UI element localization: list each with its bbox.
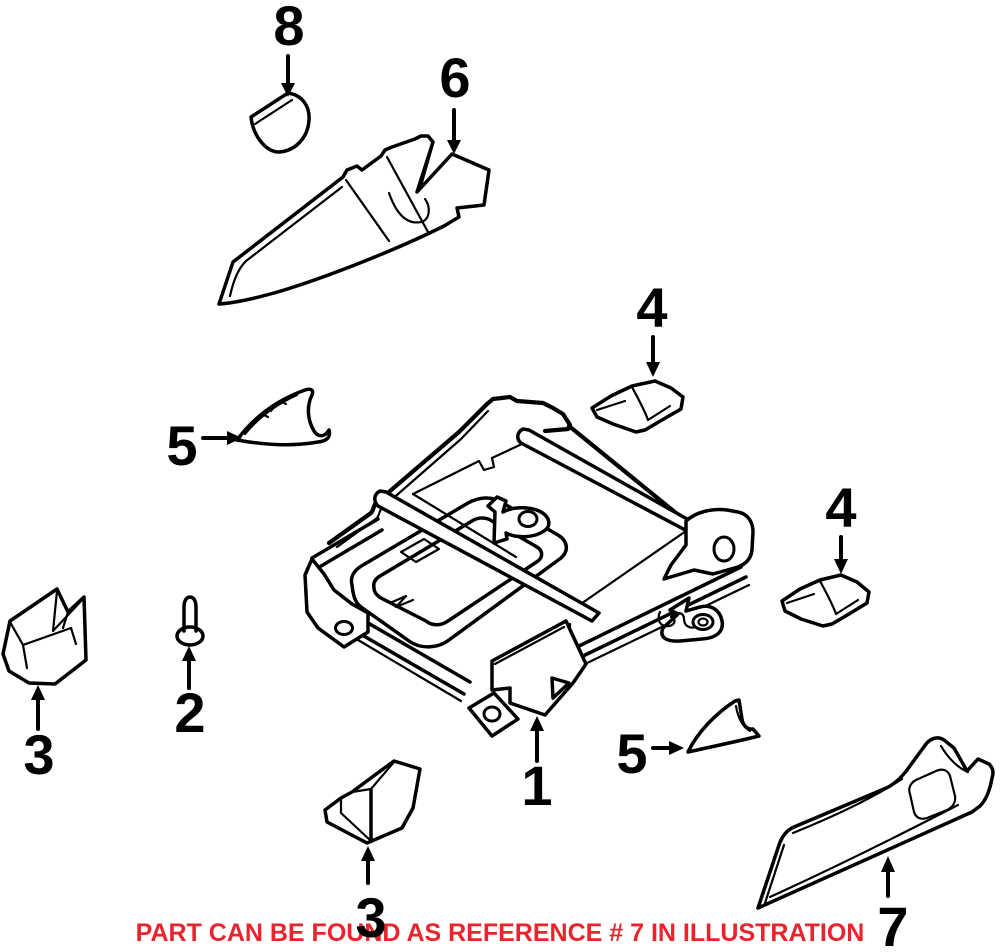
- part-6-outline: [217, 134, 491, 306]
- part-6-detail: [228, 185, 344, 298]
- callout-3-bottom-label: 3: [355, 886, 386, 949]
- part-5-upper-detail: [251, 413, 270, 427]
- callout-2-label: 2: [174, 681, 205, 744]
- part-5-lower-outline: [686, 698, 761, 754]
- part-1-ring-outer: [349, 496, 568, 649]
- part-6-detail: [387, 191, 430, 224]
- part-7-outline: [756, 736, 995, 910]
- callout-1-arrowhead: [530, 716, 544, 731]
- part-1-pan-edge: [411, 441, 526, 496]
- part-1-drawing: [303, 394, 755, 738]
- part-7-detail: [939, 744, 970, 774]
- part-1-ring-zigzag: [388, 594, 415, 609]
- part-4-upper-drawing: [590, 379, 685, 434]
- callout-7-arrowhead: [881, 856, 895, 872]
- callout-1-label: 1: [521, 754, 552, 817]
- part-1-left-rail-front: [348, 614, 472, 696]
- part-1-right-bracket: [662, 507, 755, 581]
- callout-1: 1: [521, 716, 553, 817]
- part-7-detail: [791, 777, 904, 835]
- part-4-lower-detail: [785, 592, 816, 605]
- callout-5-upper-label: 5: [166, 414, 197, 477]
- callout-3-left-label: 3: [23, 723, 54, 786]
- callout-6-arrowhead: [447, 140, 461, 154]
- part-1-right-foot-hole-inner: [697, 617, 709, 627]
- callout-3-left-arrowhead: [31, 685, 45, 700]
- part-2-flange: [175, 625, 205, 647]
- part-8-drawing: [249, 91, 311, 154]
- part-7-detail: [768, 803, 960, 899]
- callout-6: 6: [439, 46, 471, 154]
- part-5-upper-detail: [269, 400, 288, 413]
- callout-7: [881, 856, 895, 898]
- callout-5-upper-arrowhead: [227, 431, 242, 445]
- callout-2: 2: [174, 646, 206, 744]
- part-1-right-bracket-hole: [712, 535, 736, 563]
- callout-5-lower-label: 5: [616, 722, 647, 785]
- callout-5-upper: 5: [166, 414, 242, 477]
- part-5-lower-detail: [734, 704, 752, 733]
- part-6-drawing: [217, 134, 491, 306]
- callout-8: 8: [273, 0, 305, 97]
- part-1-cross-tube-front: [373, 489, 601, 623]
- part-3-left-detail: [8, 620, 78, 670]
- callout-5-lower-arrowhead: [669, 741, 684, 755]
- part-7-drawing: [756, 736, 995, 910]
- part-2-stem: [182, 595, 198, 633]
- part-5-lower-drawing: [686, 698, 761, 754]
- part-3-bottom-outline: [323, 759, 422, 845]
- part-1-left-rail-front-inner: [351, 635, 463, 703]
- part-1-front-foot-hole: [482, 705, 502, 723]
- part-1-center-hole: [517, 510, 539, 528]
- part-5-upper-detail: [243, 393, 299, 436]
- part-1-front-flap: [550, 676, 571, 700]
- part-4-lower-detail: [834, 598, 860, 616]
- callout-4-upper-label: 4: [636, 276, 667, 339]
- part-1-hook-detail: [657, 610, 698, 629]
- caption-text: PART CAN BE FOUND AS REFERENCE # 7 IN IL…: [136, 919, 865, 947]
- callout-5-lower: 5: [616, 722, 684, 785]
- callout-3-left: 3: [23, 685, 55, 786]
- part-4-upper-detail: [595, 399, 627, 412]
- callout-3-bottom-arrowhead: [361, 846, 375, 861]
- part-1-pan-edge: [573, 529, 688, 610]
- part-2-drawing: [175, 595, 205, 647]
- part-8-outline: [249, 91, 311, 154]
- callout-6-label: 6: [439, 46, 470, 109]
- part-4-upper-detail: [646, 404, 672, 422]
- part-3-bottom-detail: [339, 797, 373, 843]
- part-6-detail: [344, 178, 391, 243]
- part-7-slot: [908, 768, 957, 820]
- part-1-left-foot-hole: [334, 620, 354, 636]
- part-6-detail: [385, 155, 430, 234]
- part-6-detail: [419, 142, 435, 188]
- part-3-bottom-drawing: [323, 759, 422, 845]
- part-3-left-detail: [51, 589, 85, 633]
- callout-7-label: 7: [877, 895, 908, 952]
- part-4-upper-detail: [630, 385, 650, 422]
- part-4-lower-drawing: [780, 573, 871, 628]
- part-5-upper-drawing: [235, 387, 332, 447]
- part-1-front-bracket: [490, 619, 588, 717]
- callout-4-upper: 4: [636, 276, 668, 377]
- part-1-front-bracket-inner: [493, 625, 566, 666]
- callout-8-label: 8: [273, 0, 304, 57]
- part-1-ring-inner: [372, 516, 544, 627]
- part-5-upper-outline: [235, 387, 332, 447]
- callout-4-lower-arrowhead: [834, 559, 848, 574]
- callout-4-upper-arrowhead: [646, 362, 660, 377]
- part-3-left-outline: [1, 587, 88, 686]
- part-7-detail: [763, 843, 786, 905]
- callout-2-arrowhead: [182, 646, 196, 661]
- part-8-detail: [253, 98, 294, 126]
- part-4-lower-detail: [818, 579, 838, 616]
- callout-3-bottom: [361, 846, 375, 885]
- part-3-left-drawing: [1, 587, 88, 686]
- callout-4-lower: 4: [825, 476, 857, 574]
- part-1-right-rail: [575, 565, 748, 659]
- callout-4-lower-label: 4: [825, 476, 856, 539]
- callout-8-arrowhead: [281, 83, 295, 97]
